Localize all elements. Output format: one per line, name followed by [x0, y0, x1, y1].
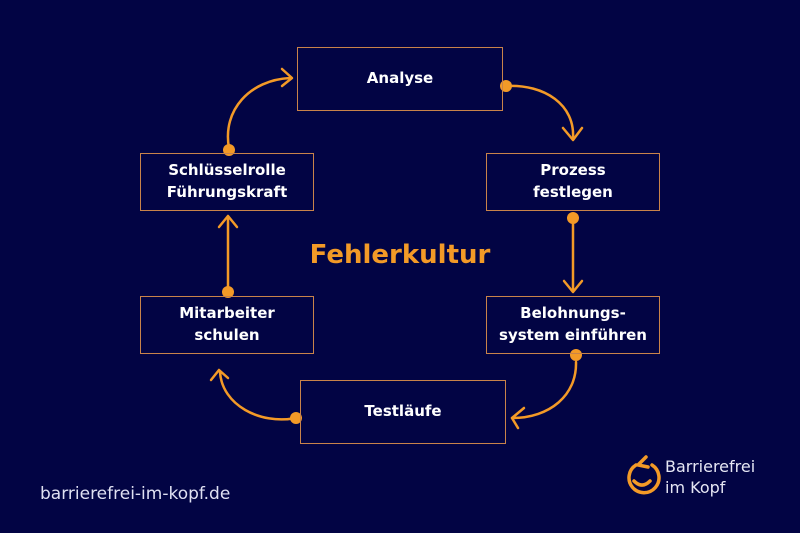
- arrowhead-icon: [217, 214, 239, 229]
- brand-name: Barrierefrei im Kopf: [665, 457, 755, 499]
- step-prozess-festlegen: Prozess festlegen: [486, 153, 660, 211]
- arrowhead-icon: [209, 368, 230, 382]
- brand-line-1: Barrierefrei: [665, 457, 756, 476]
- arrowhead-icon: [280, 67, 294, 88]
- brand-line-2: im Kopf: [665, 477, 726, 497]
- connector-dot: [500, 80, 512, 92]
- step-label: festlegen: [533, 183, 613, 201]
- arrow-schluesselrolle-analyse: [226, 76, 292, 150]
- circular-arrow-smile-icon: [627, 455, 661, 495]
- connector-dot: [567, 212, 579, 224]
- connector-dot: [290, 412, 302, 424]
- arrow-belohnung-testlaeufe: [510, 360, 578, 420]
- connector-dot: [570, 349, 582, 361]
- connector-dot: [222, 286, 234, 298]
- arrow-analyse-prozess: [504, 84, 575, 140]
- step-label: Prozess: [540, 161, 606, 180]
- arrow-testlaeufe-mitarbeiter: [218, 370, 298, 421]
- arrowhead-icon: [561, 126, 584, 142]
- step-analyse: Analyse: [297, 47, 503, 111]
- step-label: Analyse: [366, 69, 434, 88]
- step-belohnungssystem: Belohnungs-system einführen: [486, 296, 660, 354]
- step-label: Führungskraft: [166, 183, 288, 201]
- website-url: barrierefrei-im-kopf.de: [40, 484, 231, 504]
- step-label: Mitarbeiter: [179, 304, 275, 323]
- diagram-title: Fehlerkultur: [309, 240, 491, 270]
- step-label: schulen: [194, 326, 260, 344]
- arrowhead-icon: [510, 406, 526, 430]
- step-label: Testläufe: [364, 402, 442, 421]
- step-label: Belohnungs-: [520, 304, 626, 323]
- arrowhead-icon: [562, 279, 584, 294]
- step-label: system einführen: [499, 326, 647, 344]
- step-mitarbeiter-schulen: Mitarbeiter schulen: [140, 296, 314, 354]
- step-testlaeufe: Testläufe: [300, 380, 506, 444]
- step-label: Schlüsselrolle: [168, 161, 286, 180]
